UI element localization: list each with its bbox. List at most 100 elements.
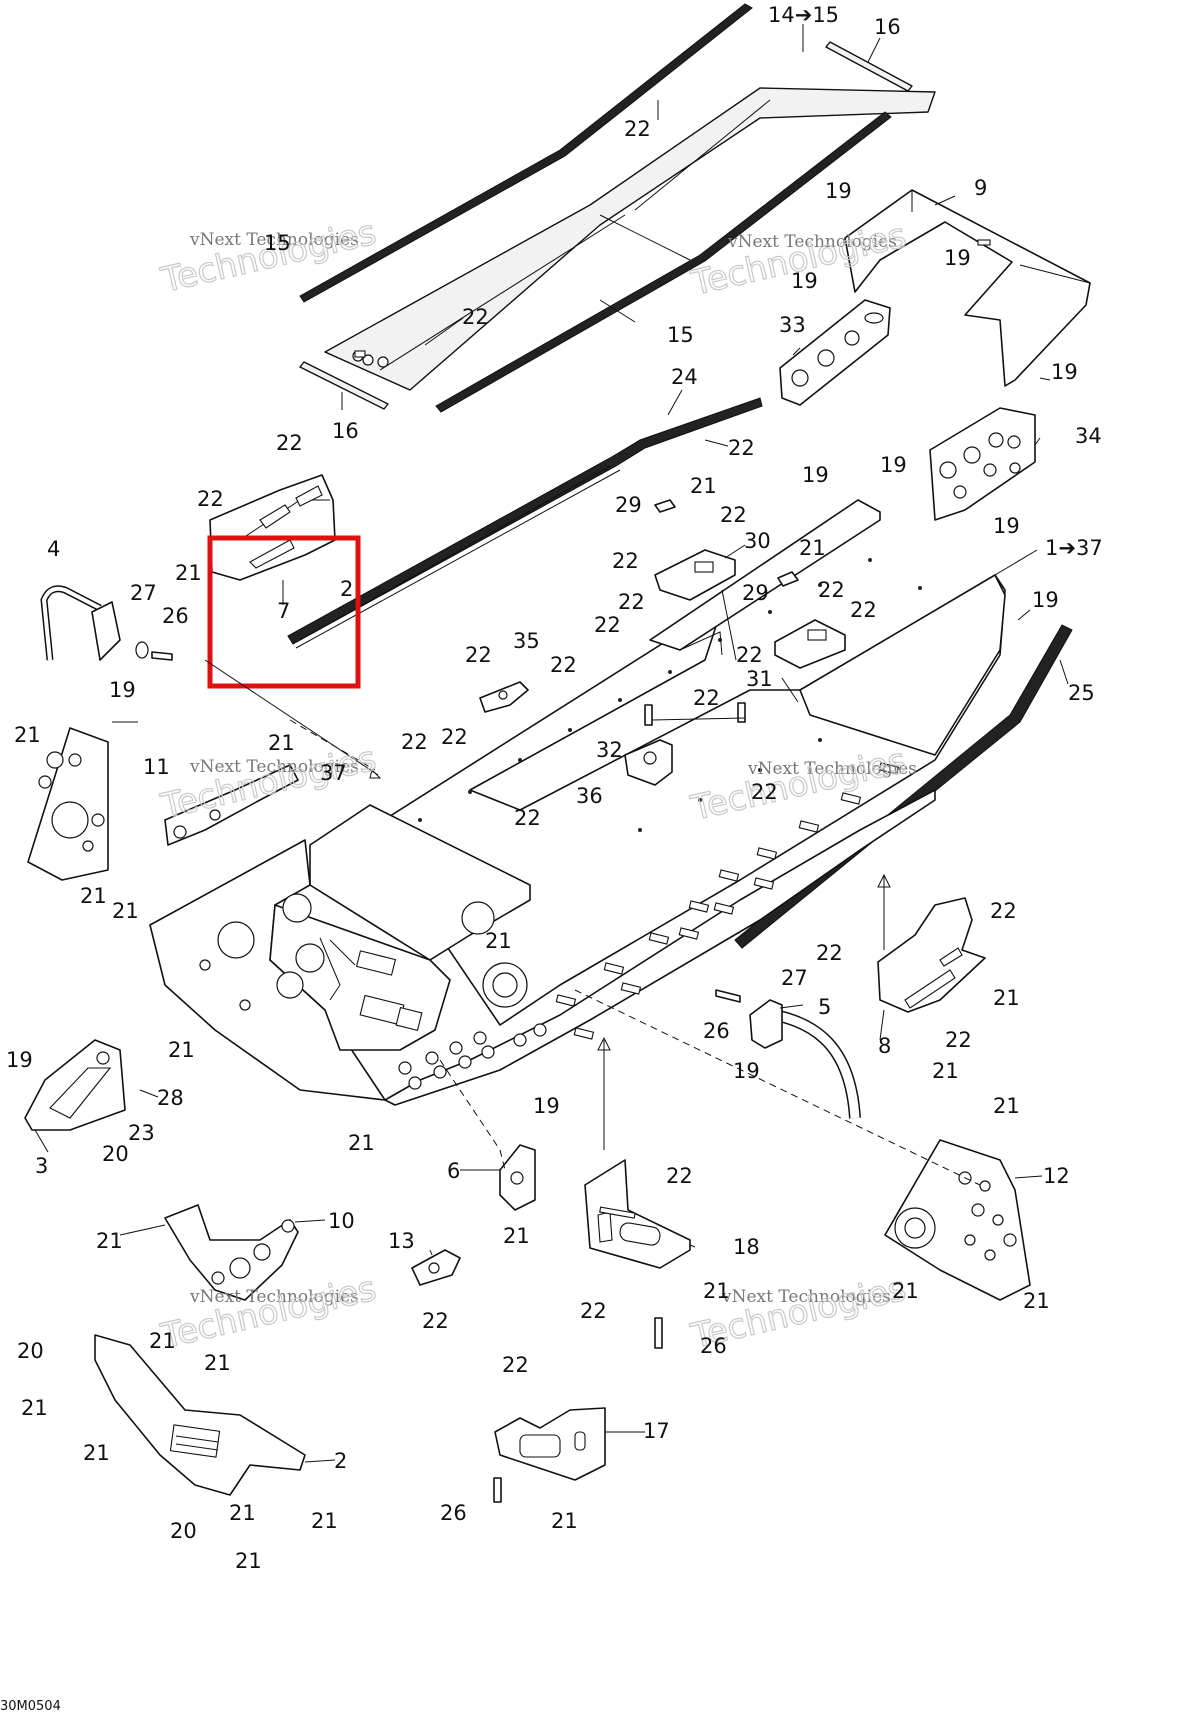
callout-22: 22 <box>618 590 645 614</box>
callout-18: 18 <box>733 1235 760 1259</box>
callout-21: 21 <box>96 1229 123 1253</box>
part-29-studs <box>654 499 799 587</box>
callout-21: 21 <box>932 1059 959 1083</box>
callout-21: 21 <box>485 929 512 953</box>
callout-19: 19 <box>993 514 1020 538</box>
part-2-footrest <box>94 1334 306 1496</box>
svg-text:vNext Technologies: vNext Technologies <box>747 759 917 779</box>
callout-22: 22 <box>502 1353 529 1377</box>
callout-6: 6 <box>447 1159 460 1183</box>
callout-22: 22 <box>401 730 428 754</box>
part-35-bracket <box>479 681 529 713</box>
svg-text:Technologies: Technologies <box>157 1269 380 1357</box>
callout-37: 37 <box>320 761 347 785</box>
callout-21: 21 <box>799 536 826 560</box>
callout-26: 26 <box>440 1501 467 1525</box>
callout-22: 22 <box>736 643 763 667</box>
callout-21: 21 <box>551 1509 578 1533</box>
svg-text:vNext Technologies: vNext Technologies <box>727 232 897 252</box>
part-26-bolt <box>151 651 173 661</box>
callout-19: 19 <box>1051 360 1078 384</box>
callout-32: 32 <box>596 738 623 762</box>
callout-21: 21 <box>993 1094 1020 1118</box>
callout-21: 21 <box>229 1501 256 1525</box>
callout-20: 20 <box>102 1142 129 1166</box>
part-24-slide-rail <box>287 397 763 649</box>
part-37-bracket <box>164 764 299 846</box>
callout-13: 13 <box>388 1229 415 1253</box>
callout-9: 9 <box>974 176 987 200</box>
callout-19: 19 <box>533 1094 560 1118</box>
callout-27: 27 <box>781 966 808 990</box>
callout-21: 21 <box>168 1038 195 1062</box>
callout-22: 22 <box>550 653 577 677</box>
highlight-box <box>207 535 361 689</box>
part-25-slide-rail <box>734 624 1073 949</box>
callout-22: 22 <box>990 899 1017 923</box>
part-33-bracket <box>779 299 891 406</box>
part-17-bracket <box>494 1407 606 1481</box>
callout-21: 21 <box>112 899 139 923</box>
callout-5: 5 <box>818 995 831 1019</box>
callout-21: 21 <box>703 1279 730 1303</box>
callout-22: 22 <box>720 503 747 527</box>
callout-22: 22 <box>594 613 621 637</box>
svg-text:vNext Technologies: vNext Technologies <box>189 230 359 250</box>
callout-17: 17 <box>643 1419 670 1443</box>
callout-19: 19 <box>733 1059 760 1083</box>
callout-22: 22 <box>465 643 492 667</box>
callout-21: 21 <box>80 884 107 908</box>
callout-24: 24 <box>671 365 698 389</box>
part-31-bracket <box>774 619 846 669</box>
callout-21: 21 <box>690 474 717 498</box>
callout-28: 28 <box>157 1086 184 1110</box>
callout-10: 10 <box>328 1209 355 1233</box>
callout-21: 21 <box>1023 1289 1050 1313</box>
callout-22: 22 <box>751 780 778 804</box>
callout-12: 12 <box>1043 1164 1070 1188</box>
part-12-plate <box>884 1139 1031 1301</box>
callout-29: 29 <box>742 581 769 605</box>
callout-7: 7 <box>277 599 290 623</box>
callout-21: 21 <box>175 561 202 585</box>
callout-35: 35 <box>513 629 540 653</box>
callout-21: 21 <box>235 1549 262 1573</box>
part-36-bracket <box>624 739 673 786</box>
leader-lines <box>34 24 1069 1463</box>
callout-19: 19 <box>880 453 907 477</box>
callout-20: 20 <box>170 1519 197 1543</box>
callout-27: 27 <box>130 581 157 605</box>
callout-21: 21 <box>348 1131 375 1155</box>
callout-36: 36 <box>576 784 603 808</box>
part-30-bracket <box>654 549 736 601</box>
part-9-bracket <box>844 189 1091 387</box>
callout-20: 20 <box>17 1339 44 1363</box>
callout-3: 3 <box>35 1154 48 1178</box>
callout-26: 26 <box>162 604 189 628</box>
callout-30: 30 <box>744 529 771 553</box>
part-15-tunnel-cover <box>324 87 936 391</box>
part-5-hose <box>749 999 861 1119</box>
callout-31: 31 <box>746 667 773 691</box>
part-13-plate <box>411 1249 461 1286</box>
callout-26: 26 <box>700 1334 727 1358</box>
callout-19: 19 <box>1032 588 1059 612</box>
callout-21: 21 <box>503 1224 530 1248</box>
callout-1-37: 1➔37 <box>1045 536 1103 560</box>
part-26-bolts-bottom <box>493 989 741 1503</box>
part-8-bracket <box>877 897 986 1013</box>
callout-21: 21 <box>311 1509 338 1533</box>
callout-19: 19 <box>6 1048 33 1072</box>
callout-19: 19 <box>791 269 818 293</box>
part-15-rail-left <box>299 3 753 303</box>
callout-22: 22 <box>462 305 489 329</box>
callout-2: 2 <box>334 1449 347 1473</box>
tunnel-reinforcement <box>649 499 881 656</box>
part-16-strip-top <box>825 41 913 92</box>
part-4-handle <box>40 585 121 661</box>
callout-22: 22 <box>850 598 877 622</box>
callout-14-15: 14➔15 <box>768 3 839 27</box>
callout-22: 22 <box>197 487 224 511</box>
callout-19: 19 <box>825 179 852 203</box>
